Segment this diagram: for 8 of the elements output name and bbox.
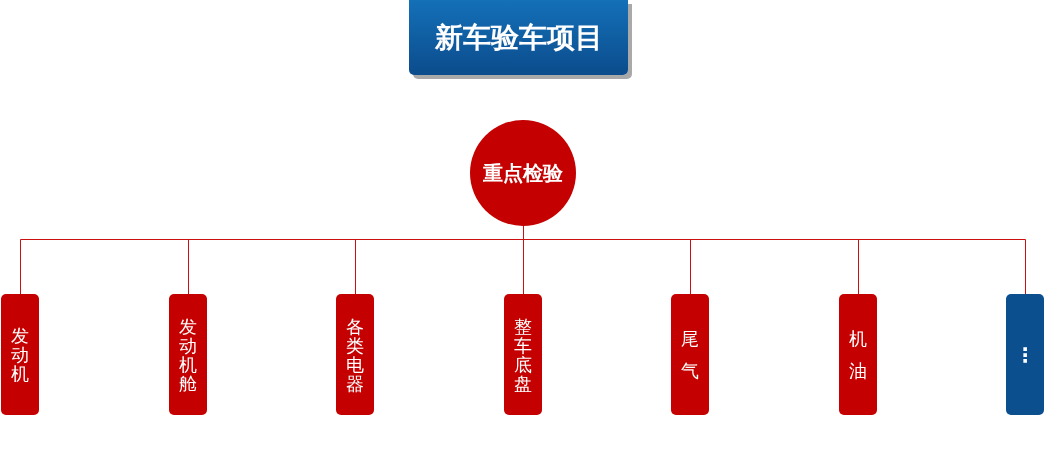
circle-node: 重点检验 bbox=[470, 120, 576, 226]
category-box: 各类电器 bbox=[336, 294, 374, 415]
category-box: 发动机 bbox=[1, 294, 39, 415]
category-box: 机油 bbox=[839, 294, 877, 415]
category-box: 尾气 bbox=[671, 294, 709, 415]
category-box: 整车底盘 bbox=[504, 294, 542, 415]
category-box: 发动机舱 bbox=[169, 294, 207, 415]
ellipsis-box: ⋮ bbox=[1006, 294, 1044, 415]
